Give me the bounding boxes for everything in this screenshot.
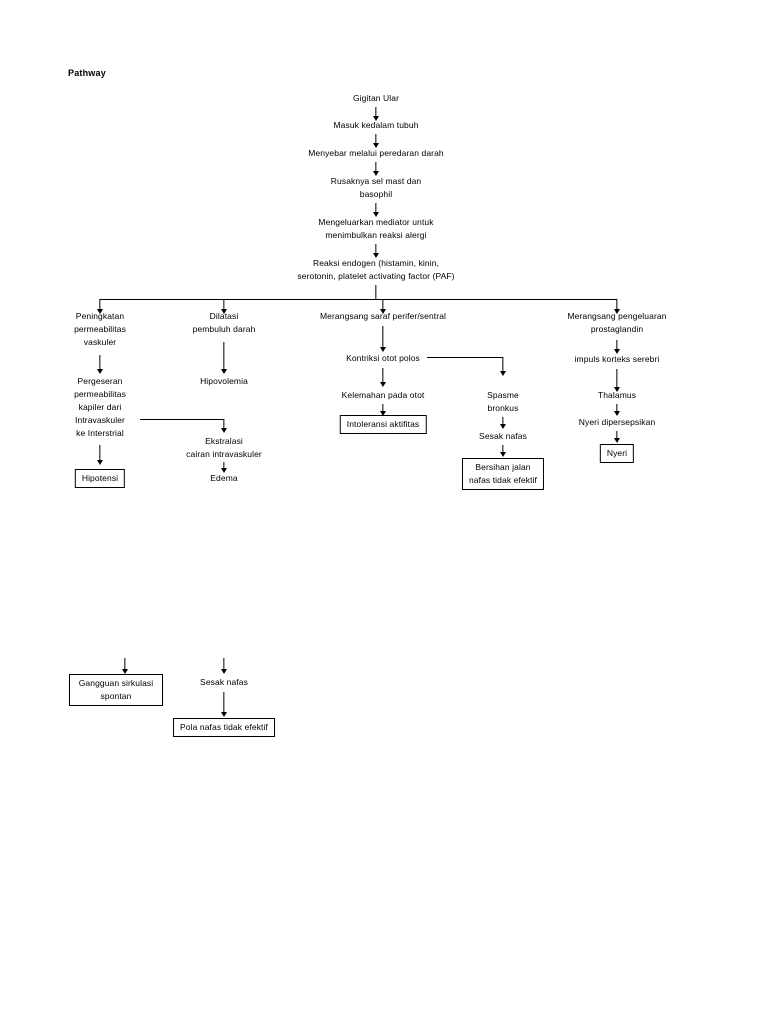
connector-trunk-stem [375, 285, 377, 299]
connector-arrow-head [373, 212, 379, 217]
connector-arrow-line [375, 244, 377, 255]
node-impuls-korteks-serebri: impuls korteks serebri [574, 354, 660, 364]
connector-arrow-head [373, 171, 379, 176]
connector-arrow-line [616, 404, 618, 414]
node-dilatasi-pembuluh-darah: Dilatasi pembuluh darah [192, 311, 256, 334]
connector-arrow-line [223, 462, 225, 471]
connector-arrow-head [221, 309, 227, 314]
connector-arrow-line [382, 404, 384, 414]
connector-arrow-head [373, 143, 379, 148]
node-bersihan-jalan-nafas-tidak-efektif: Bersihan jalan nafas tidak efektif [461, 458, 545, 490]
node-gangguan-sirkulasi-spontan: Gangguan sirkulasi spontan [69, 674, 163, 706]
connector-branch-drop [616, 299, 618, 311]
connector-arrow-line [375, 134, 377, 145]
node-kelemahan-pada-otot: Kelemahan pada otot [341, 390, 425, 400]
node-nyeri-dipersepsikan: Nyeri dipersepsikan [578, 417, 656, 427]
connector-branch-drop [382, 299, 384, 311]
connector-arrow-head [380, 347, 386, 352]
connector-arrow-line [375, 107, 377, 118]
connector-elbow-drop [223, 419, 225, 431]
node-hipotensi: Hipotensi [74, 469, 126, 488]
connector-arrow-head [380, 411, 386, 416]
connector-arrow-head [380, 382, 386, 387]
connector-elbow-drop [502, 357, 504, 374]
connector-arrow-head [97, 460, 103, 465]
connector-arrow-line [223, 342, 225, 371]
node-gigitan-ular: Gigitan Ular [352, 93, 400, 103]
connector-arrow-head [500, 452, 506, 457]
connector-elbow-intravaskuler-ekstralasi [140, 419, 224, 421]
connector-arrow-head [221, 369, 227, 374]
connector-arrow-head [500, 371, 506, 376]
connector-branch-drop [223, 299, 225, 311]
page-title: Pathway [68, 68, 106, 78]
connector-arrow-line [502, 417, 504, 427]
node-pola-nafas-tidak-efektif: Pola nafas tidak efektif [173, 718, 275, 737]
connector-arrow-head [614, 411, 620, 416]
node-merangsang-pengeluaran-prostaglandin: Merangsang pengeluaran prostaglandin [567, 311, 667, 334]
node-mengeluarkan-mediator: Mengeluarkan mediator untuk menimbulkan … [318, 217, 434, 240]
connector-arrow-head [97, 309, 103, 314]
connector-arrow-line [616, 431, 618, 441]
connector-arrow-head [221, 428, 227, 433]
connector-arrow-head [221, 669, 227, 674]
node-rusaknya-sel-mast-dan-basophil: Rusaknya sel mast dan basophil [330, 176, 422, 199]
connector-arrow-line [375, 203, 377, 214]
connector-arrow-head [221, 712, 227, 717]
node-thalamus: Thalamus [597, 390, 637, 400]
connector-arrow-line [223, 692, 225, 714]
connector-arrow-head [614, 387, 620, 392]
node-spasme-bronkus: Spasme bronkus [487, 390, 519, 413]
connector-arrow-head [380, 309, 386, 314]
connector-branch-drop [99, 299, 101, 311]
connector-elbow-kontriksi-spasme [427, 357, 503, 359]
connector-arrow-line [616, 340, 618, 352]
connector-arrow-head [97, 369, 103, 374]
node-pergeseran-permeabilitas-kapiler: Pergeseran permeabilitas kapiler dari In… [74, 376, 126, 438]
node-sesak-nafas-bawah: Sesak nafas [200, 677, 248, 687]
node-intoleransi-aktifitas: Intoleransi aktifitas [339, 415, 427, 434]
connector-arrow-head [614, 309, 620, 314]
connector-arrow-head [500, 424, 506, 429]
connector-arrow-line [99, 355, 101, 371]
connector-arrow-line [616, 369, 618, 389]
node-reaksi-endogen: Reaksi endogen (histamin, kinin, seroton… [297, 258, 455, 281]
node-menyebar-melalui-peredaran-darah: Menyebar melalui peredaran darah [308, 148, 444, 158]
node-merangsang-saraf-perifer-sentral: Merangsang saraf perifer/sentral [319, 311, 447, 321]
connector-branch-bar [100, 299, 617, 301]
node-peningkatan-permeabilitas-vaskuler: Peningkatan permeabilitas vaskuler [74, 311, 126, 347]
connector-arrow-head [614, 349, 620, 354]
connector-arrow-line [382, 368, 384, 384]
connector-arrow-line [124, 658, 126, 671]
connector-arrow-line [502, 445, 504, 455]
connector-arrow-head [221, 468, 227, 473]
connector-arrow-head [122, 669, 128, 674]
node-sesak-nafas-atas: Sesak nafas [479, 431, 527, 441]
connector-arrow-head [373, 253, 379, 258]
node-kontriksi-otot-polos: Kontriksi otot polos [346, 353, 420, 363]
node-ekstralasi-cairan-intravaskuler: Ekstralasi cairan intravaskuler [186, 436, 262, 459]
connector-arrow-line [375, 162, 377, 173]
connector-arrow-head [614, 438, 620, 443]
node-hipovolemia: Hipovolemia [200, 376, 248, 386]
node-nyeri: Nyeri [599, 444, 635, 463]
connector-arrow-line [223, 658, 225, 671]
node-edema: Edema [210, 473, 238, 483]
connector-arrow-line [99, 445, 101, 462]
connector-arrow-head [373, 116, 379, 121]
node-masuk-kedalam-tubuh: Masuk kedalam tubuh [333, 120, 419, 130]
connector-arrow-line [382, 326, 384, 349]
